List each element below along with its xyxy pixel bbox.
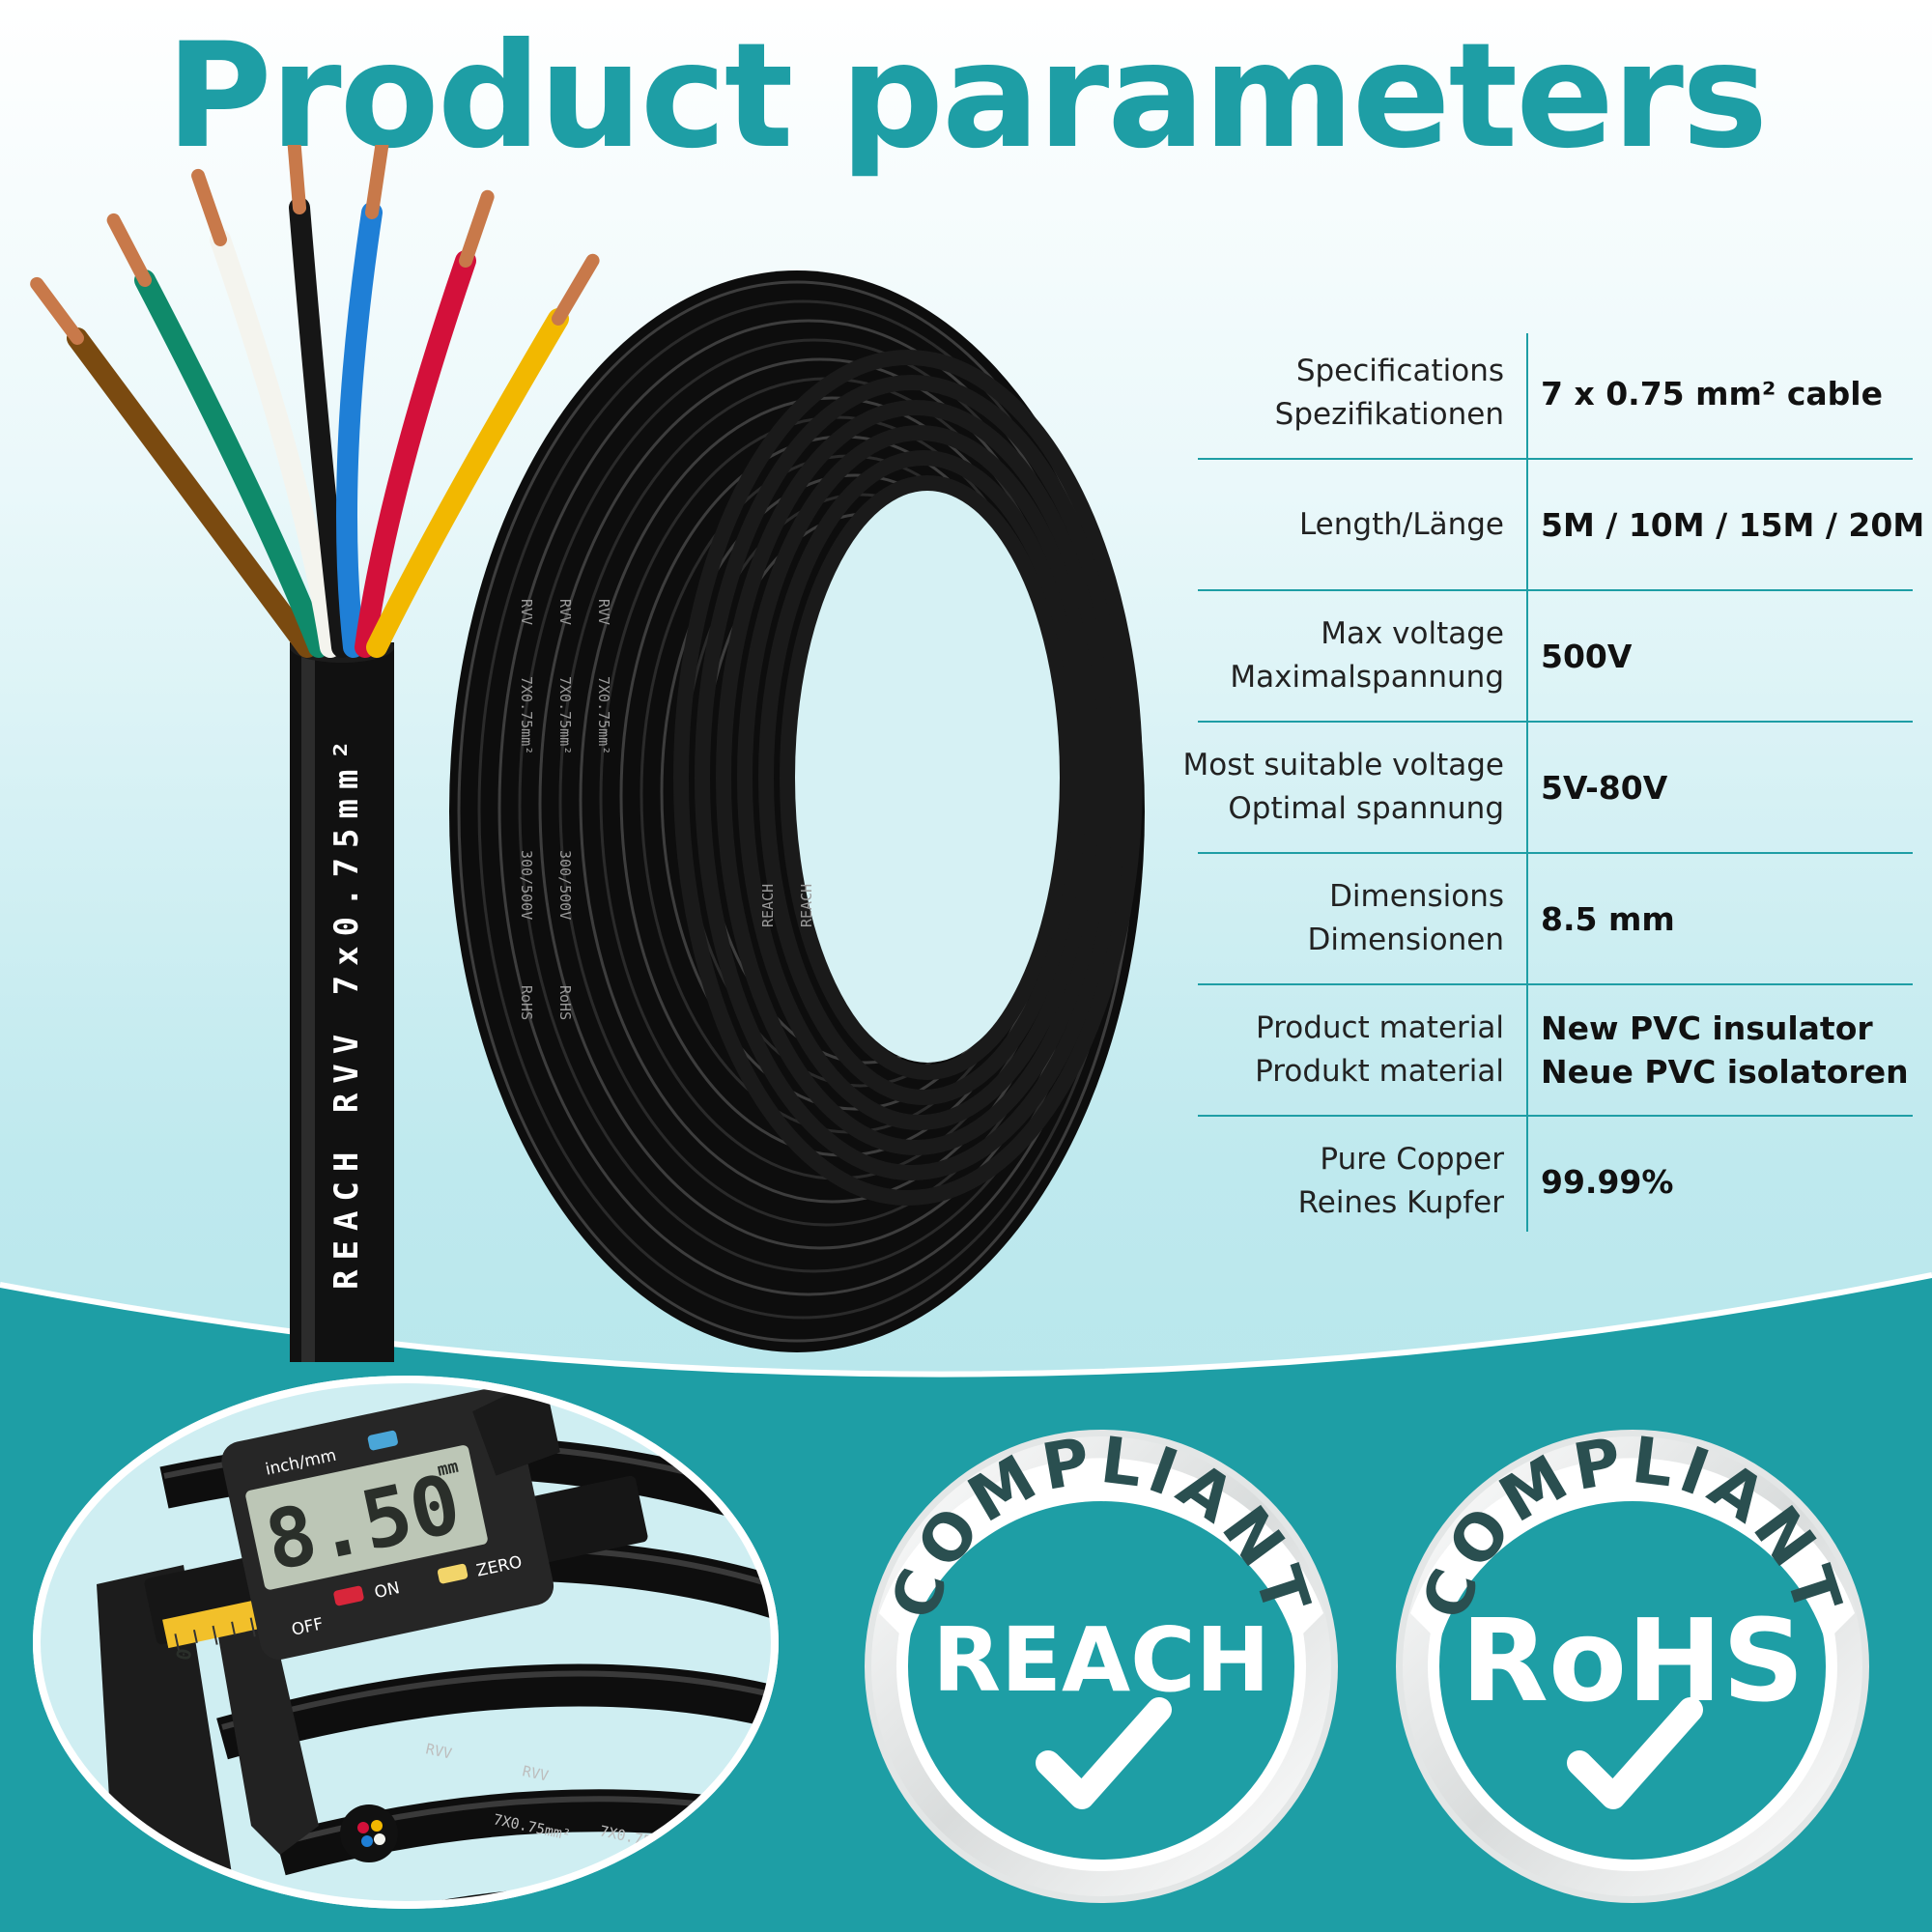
spec-label-en: Specifications <box>1295 354 1504 388</box>
spec-label-en: Product material <box>1256 1010 1504 1045</box>
spec-value: 500V <box>1541 637 1633 675</box>
check-icon <box>1036 1697 1172 1809</box>
coil-inner-ring <box>695 375 1129 1180</box>
caliper-photo: 0 8.50 mm inch/mm OFF ON ZERO RVV RVV 7 <box>33 1376 779 1909</box>
wire-5 <box>336 202 383 658</box>
cable-jacket-print: REACH RVV 7x0.75mm² <box>327 730 366 1290</box>
spec-value: New PVC insulator <box>1541 1009 1873 1047</box>
coil-print-voltage: 300/500V <box>556 850 574 920</box>
cable-coil: RVV RVV RVV 7X0.75mm² 7X0.75mm² 7X0.75mm… <box>449 270 1145 1352</box>
copper-strand-3 <box>191 168 227 246</box>
badge-rohs: COMPLIANT RoHS <box>1396 1423 1869 1903</box>
coil-inner-ring <box>716 400 1116 1155</box>
coil-print-rvv: RVV <box>556 599 574 625</box>
coil-print-spec: 7X0.75mm² <box>595 676 612 754</box>
spec-value: 7 x 0.75 mm² cable <box>1541 374 1883 412</box>
copper-strand-7 <box>552 253 600 326</box>
spec-label-en: Most suitable voltage <box>1182 748 1504 782</box>
page-title: Product parameters <box>165 13 1768 181</box>
coil-print: RVV RVV RVV 7X0.75mm² 7X0.75mm² 7X0.75mm… <box>518 599 815 1020</box>
copper-strand-4 <box>287 145 306 214</box>
wire-6 <box>355 250 476 658</box>
coil-print-reach: REACH <box>798 884 815 927</box>
coil-print-rohs: RoHS <box>556 985 574 1020</box>
coil-print-voltage: 300/500V <box>518 850 535 920</box>
copper-strand-1 <box>30 276 84 345</box>
spec-label-de: Produkt material <box>1255 1054 1504 1089</box>
badge-word: RoHS <box>1461 1594 1804 1727</box>
spec-divider <box>1526 333 1528 1232</box>
spec-label-de: Spezifikationen <box>1274 397 1504 432</box>
check-icon <box>1567 1697 1703 1809</box>
badge-reach: COMPLIANT REACH <box>865 1423 1338 1903</box>
coil-center-hole <box>792 483 1063 1063</box>
coil-print-spec: 7X0.75mm² <box>556 676 574 754</box>
spec-row-length: Length/Länge 5M / 10M / 15M / 20M <box>1198 460 1924 591</box>
wire-2 <box>134 270 329 658</box>
coil-print-rohs: RoHS <box>518 985 535 1020</box>
coil-print-rvv: RVV <box>595 599 612 625</box>
spec-label-de: Optimal spannung <box>1228 791 1504 826</box>
spec-label-en: Dimensions <box>1329 879 1504 914</box>
spec-value: 99.99% <box>1541 1162 1674 1201</box>
coil-print-rvv: RVV <box>518 599 535 625</box>
copper-strand-6 <box>459 189 495 268</box>
coil-print-spec: 7X0.75mm² <box>518 676 535 754</box>
photo-print-rvv: RVV <box>424 1740 453 1762</box>
coil-inner-ring <box>758 450 1089 1105</box>
spec-label-de: Dimensionen <box>1307 923 1505 957</box>
caliper-scale-zero: 0 <box>172 1647 197 1662</box>
wire-1 <box>67 327 318 658</box>
spec-value: 5M / 10M / 15M / 20M <box>1541 505 1925 544</box>
spec-label-en: Length/Länge <box>1298 506 1504 542</box>
copper-strand-2 <box>106 213 152 287</box>
copper-strand-5 <box>365 145 389 219</box>
caliper-unit: mm <box>436 1457 461 1481</box>
wire-3 <box>210 229 341 658</box>
spec-value: 5V-80V <box>1541 768 1668 807</box>
wire-7 <box>366 308 569 658</box>
spec-label-en: Pure Copper <box>1320 1142 1504 1177</box>
spec-value-2: Neue PVC isolatoren <box>1541 1053 1909 1091</box>
coil-print-reach: REACH <box>759 884 777 927</box>
wire-bundle <box>30 145 600 658</box>
coil-inner-ring <box>673 350 1143 1206</box>
photo-print-voltage: 300/3 <box>637 1868 683 1894</box>
cable-illustration: REACH RVV 7x0.75mm² <box>30 145 600 1362</box>
zero-button <box>437 1563 469 1584</box>
badge-word: REACH <box>932 1608 1269 1712</box>
photo-print-rvv: RVV <box>521 1762 550 1784</box>
spec-label-de: Reines Kupfer <box>1297 1185 1504 1220</box>
unit-toggle-button <box>367 1430 398 1451</box>
coil-inner-ring <box>737 425 1102 1130</box>
power-button <box>333 1585 364 1606</box>
spec-label-de: Maximalspannung <box>1230 660 1504 695</box>
spec-value: 8.5 mm <box>1541 899 1675 938</box>
wire-4 <box>289 197 353 658</box>
coil-inner-ring <box>780 475 1075 1080</box>
spec-label-en: Max voltage <box>1321 616 1504 651</box>
